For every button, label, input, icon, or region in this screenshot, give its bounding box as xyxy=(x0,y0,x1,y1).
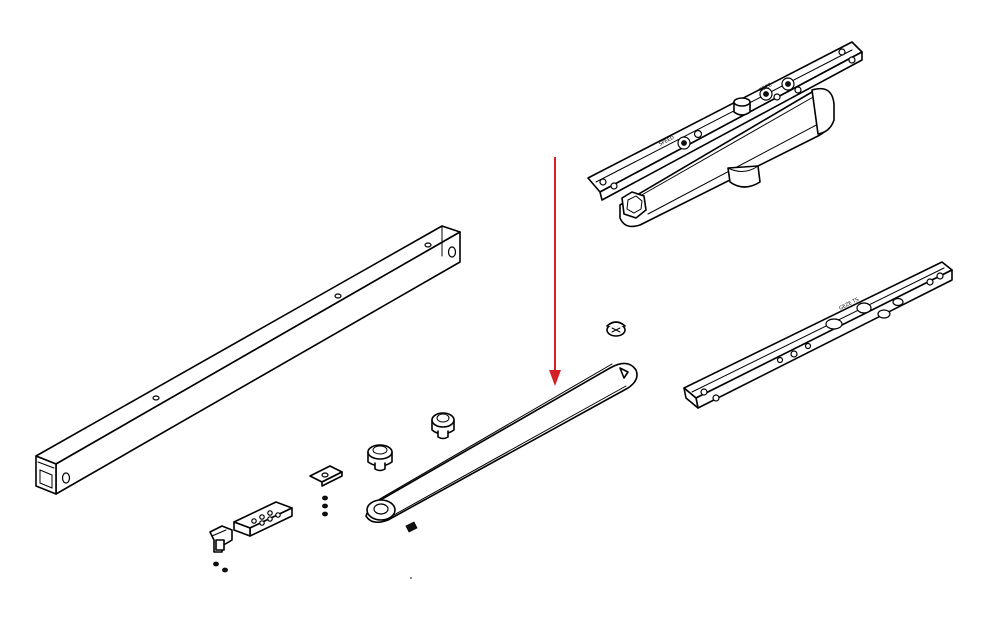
long-channel-slide-rail xyxy=(35,225,461,495)
insertion-arrow xyxy=(549,157,561,386)
stray-dot xyxy=(410,577,412,579)
rail-end-block xyxy=(233,501,293,537)
closer-body: SPEED GEZE xyxy=(587,41,863,228)
spindle-adapter-small xyxy=(367,444,393,472)
set-screw-arm xyxy=(405,521,418,533)
mounting-plate: GEZE TS xyxy=(683,261,953,409)
small-clip xyxy=(309,465,343,487)
set-screws-bracket xyxy=(213,561,228,573)
spindle-adapter-large xyxy=(431,412,455,440)
arm-screw xyxy=(606,321,626,337)
svg-text:GEZE: GEZE xyxy=(758,82,773,94)
set-screws-clip xyxy=(322,495,328,517)
slide-arm xyxy=(365,362,638,524)
arrow-head xyxy=(549,370,561,386)
end-stop-bracket xyxy=(209,525,233,553)
